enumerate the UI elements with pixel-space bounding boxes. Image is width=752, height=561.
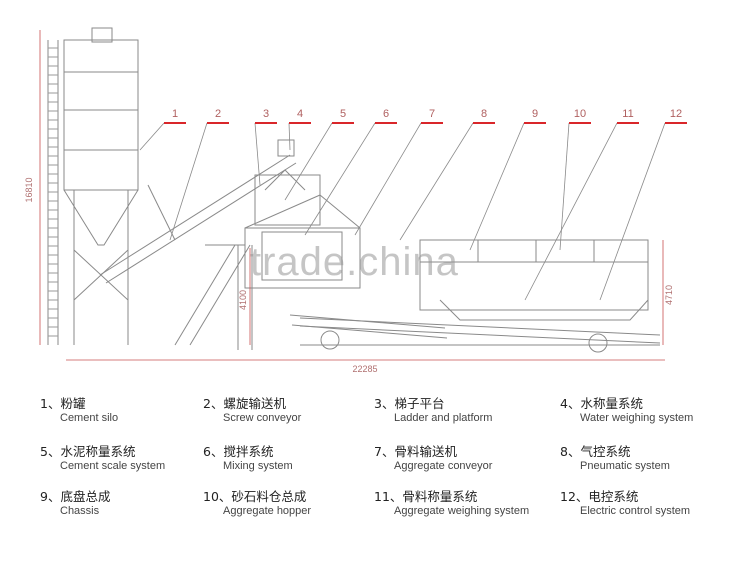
- callout-leader-12: [599, 122, 666, 301]
- legend-label-en: Mixing system: [223, 460, 293, 472]
- legend-label-en: Cement scale system: [60, 460, 166, 472]
- legend-item-8: 8、气控系统 Pneumatic system: [560, 444, 735, 473]
- legend-item-2: 2、螺旋输送机 Screw conveyor: [203, 396, 378, 425]
- hopper-height-label: 4710: [664, 285, 674, 305]
- legend-item-12: 12、电控系统 Electric control system: [560, 489, 735, 518]
- legend-item-10: 10、砂石料仓总成 Aggregate hopper: [203, 489, 378, 518]
- legend-item-5: 5、水泥称量系统 Cement scale system: [40, 444, 215, 473]
- legend-label-zh: 2、螺旋输送机: [203, 396, 286, 411]
- legend-item-4: 4、水称量系统 Water weighing system: [560, 396, 735, 425]
- legend-item-6: 6、搅拌系统 Mixing system: [203, 444, 378, 473]
- callout-number-12: 12: [670, 108, 682, 120]
- legend-item-11: 11、骨料称量系统 Aggregate weighing system: [374, 489, 549, 518]
- legend-label-en: Aggregate conveyor: [394, 460, 493, 472]
- callout-number-8: 8: [481, 108, 487, 120]
- legend: 1、粉罐 Cement silo 2、螺旋输送机 Screw conveyor …: [0, 396, 752, 556]
- legend-label-zh: 11、骨料称量系统: [374, 489, 478, 504]
- callout-leader-2: [169, 122, 208, 241]
- callout-leader-7: [354, 122, 422, 236]
- legend-label-zh: 12、电控系统: [560, 489, 639, 504]
- callout-number-4: 4: [297, 108, 303, 120]
- mixer-height-label: 4100: [238, 290, 248, 310]
- watermark: trade.china: [250, 240, 459, 284]
- legend-label-en: Chassis: [60, 505, 100, 517]
- legend-label-en: Pneumatic system: [580, 460, 670, 472]
- legend-label-zh: 10、砂石料仓总成: [203, 489, 307, 504]
- legend-label-en: Electric control system: [580, 505, 691, 517]
- callout-number-6: 6: [383, 108, 389, 120]
- callout-leader-8: [399, 122, 474, 241]
- legend-label-zh: 7、骨料输送机: [374, 444, 457, 459]
- callout-leader-11: [524, 122, 618, 301]
- callout-number-2: 2: [215, 108, 221, 120]
- legend-item-7: 7、骨料输送机 Aggregate conveyor: [374, 444, 549, 473]
- legend-label-en: Cement silo: [60, 412, 119, 424]
- legend-label-zh: 9、底盘总成: [40, 489, 111, 504]
- legend-item-1: 1、粉罐 Cement silo: [40, 396, 215, 425]
- legend-label-zh: 8、气控系统: [560, 444, 631, 459]
- callout-number-5: 5: [340, 108, 346, 120]
- callout-number-7: 7: [429, 108, 435, 120]
- callout-number-11: 11: [622, 108, 633, 120]
- legend-label-en: Aggregate hopper: [223, 505, 312, 517]
- cement-silo: [63, 27, 139, 345]
- legend-label-zh: 1、粉罐: [40, 396, 86, 411]
- aggregate-hopper: [419, 239, 649, 321]
- mixing-tower: [244, 169, 361, 289]
- overall-height-label: 16810: [24, 177, 34, 202]
- legend-label-zh: 3、梯子平台: [374, 396, 445, 411]
- callout-number-9: 9: [532, 108, 538, 120]
- callout-leader-6: [304, 122, 376, 236]
- legend-label-zh: 5、水泥称量系统: [40, 444, 136, 459]
- legend-label-zh: 4、水称量系统: [560, 396, 643, 411]
- callout-number-10: 10: [574, 108, 586, 120]
- overall-length-label: 22285: [352, 364, 377, 374]
- callout-leader-4: [288, 122, 291, 151]
- callout-leader-3: [254, 122, 261, 186]
- legend-label-en: Screw conveyor: [223, 412, 302, 424]
- chassis: [299, 317, 661, 353]
- callout-number-1: 1: [172, 108, 178, 120]
- callout-number-3: 3: [263, 108, 269, 120]
- legend-item-3: 3、梯子平台 Ladder and platform: [374, 396, 549, 425]
- legend-label-en: Water weighing system: [580, 412, 694, 424]
- platform-stairs: [174, 244, 253, 350]
- legend-label-zh: 6、搅拌系统: [203, 444, 274, 459]
- callout-leader-9: [469, 122, 525, 251]
- callout-leader-1: [139, 122, 165, 151]
- legend-label-en: Ladder and platform: [394, 412, 493, 424]
- legend-item-9: 9、底盘总成 Chassis: [40, 489, 215, 518]
- legend-label-en: Aggregate weighing system: [394, 505, 530, 517]
- callout-leader-5: [284, 122, 333, 201]
- callout-leader-10: [559, 122, 570, 251]
